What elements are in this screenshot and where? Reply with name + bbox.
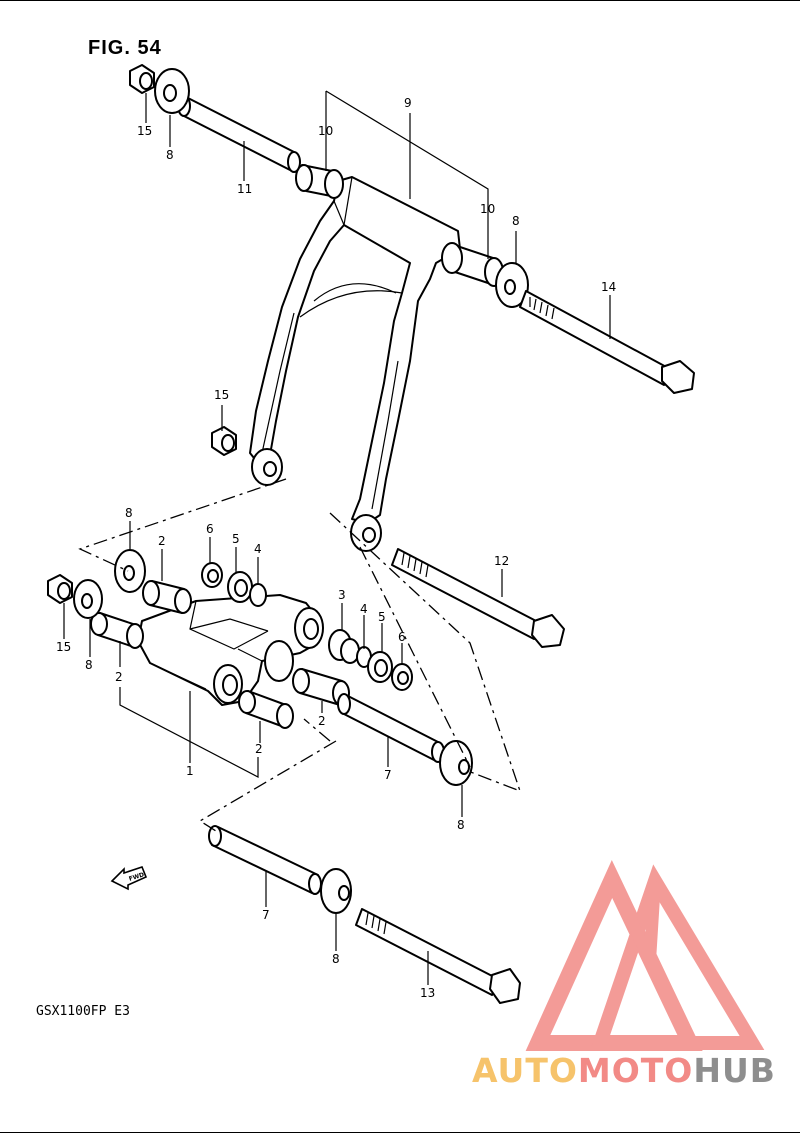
fwd-arrow-icon: FWD [110,866,148,891]
callout-7-lower: 7 [262,908,270,922]
callout-13: 13 [420,986,435,1000]
callout-10-left: 10 [318,124,333,138]
callout-numbers: 9 10 10 15 8 11 8 14 15 8 6 5 4 2 12 15 … [56,96,616,1000]
callout-3: 3 [338,588,346,602]
cushion-lever-upper [249,176,461,524]
bearing-10-right [441,242,504,287]
ring-4-upper [249,583,267,607]
fwd-label: FWD [128,871,145,883]
callout-8-top: 8 [166,148,174,162]
nut-15-mid [211,426,237,456]
callout-11: 11 [237,182,252,196]
watermark-moto: MOTO [577,1051,694,1090]
callout-6-lower: 6 [398,630,406,644]
callout-1: 1 [186,764,194,778]
watermark-text: AUTOMOTOHUB [472,1051,776,1090]
bolt-12 [391,548,565,648]
leader-lines [63,90,611,985]
callout-14: 14 [601,280,616,294]
alignment-lines [78,478,522,832]
watermark-hub: HUB [693,1051,776,1090]
callout-8-mid: 8 [457,818,465,832]
model-code: GSX1100FP E3 [36,1004,130,1019]
watermark-logo-icon [525,859,765,1051]
callout-5-lower: 5 [378,610,386,624]
bearing-2-lower [238,690,294,729]
callout-10-right: 10 [480,202,495,216]
callout-15-lower: 15 [56,640,71,654]
spacer-7-lower [208,825,322,895]
spacer-11 [177,95,301,173]
bearing-2-right [292,668,350,706]
callout-2-upper: 2 [158,534,166,548]
callout-15-top: 15 [137,124,152,138]
spacer-7-mid [337,693,445,763]
callout-8-upper-left: 8 [125,506,133,520]
bolt-13 [355,908,521,1004]
callout-7-mid: 7 [384,768,392,782]
callout-12: 12 [494,554,509,568]
callout-2-left: 2 [115,670,123,684]
nut-15-lower [47,574,73,604]
nut-15-top [129,64,155,94]
callout-2-right: 2 [318,714,326,728]
bolt-14 [519,290,695,394]
callout-8-lower: 8 [332,952,340,966]
callout-4-upper: 4 [254,542,262,556]
figure-title: FIG. 54 [88,37,162,59]
callout-5-upper: 5 [232,532,240,546]
bearing-2-left [90,612,144,649]
callout-8-left: 8 [85,658,93,672]
cushion-rod-1 [137,594,323,706]
callout-6-upper: 6 [206,522,214,536]
watermark-auto: AUTO [472,1051,578,1090]
callout-15-mid: 15 [214,388,229,402]
callout-2-lower: 2 [255,742,263,756]
callout-4-lower: 4 [360,602,368,616]
callout-8-right: 8 [512,214,520,228]
bearing-2-upper [142,580,192,614]
callout-9: 9 [404,96,412,110]
bearing-10-left [295,164,344,199]
